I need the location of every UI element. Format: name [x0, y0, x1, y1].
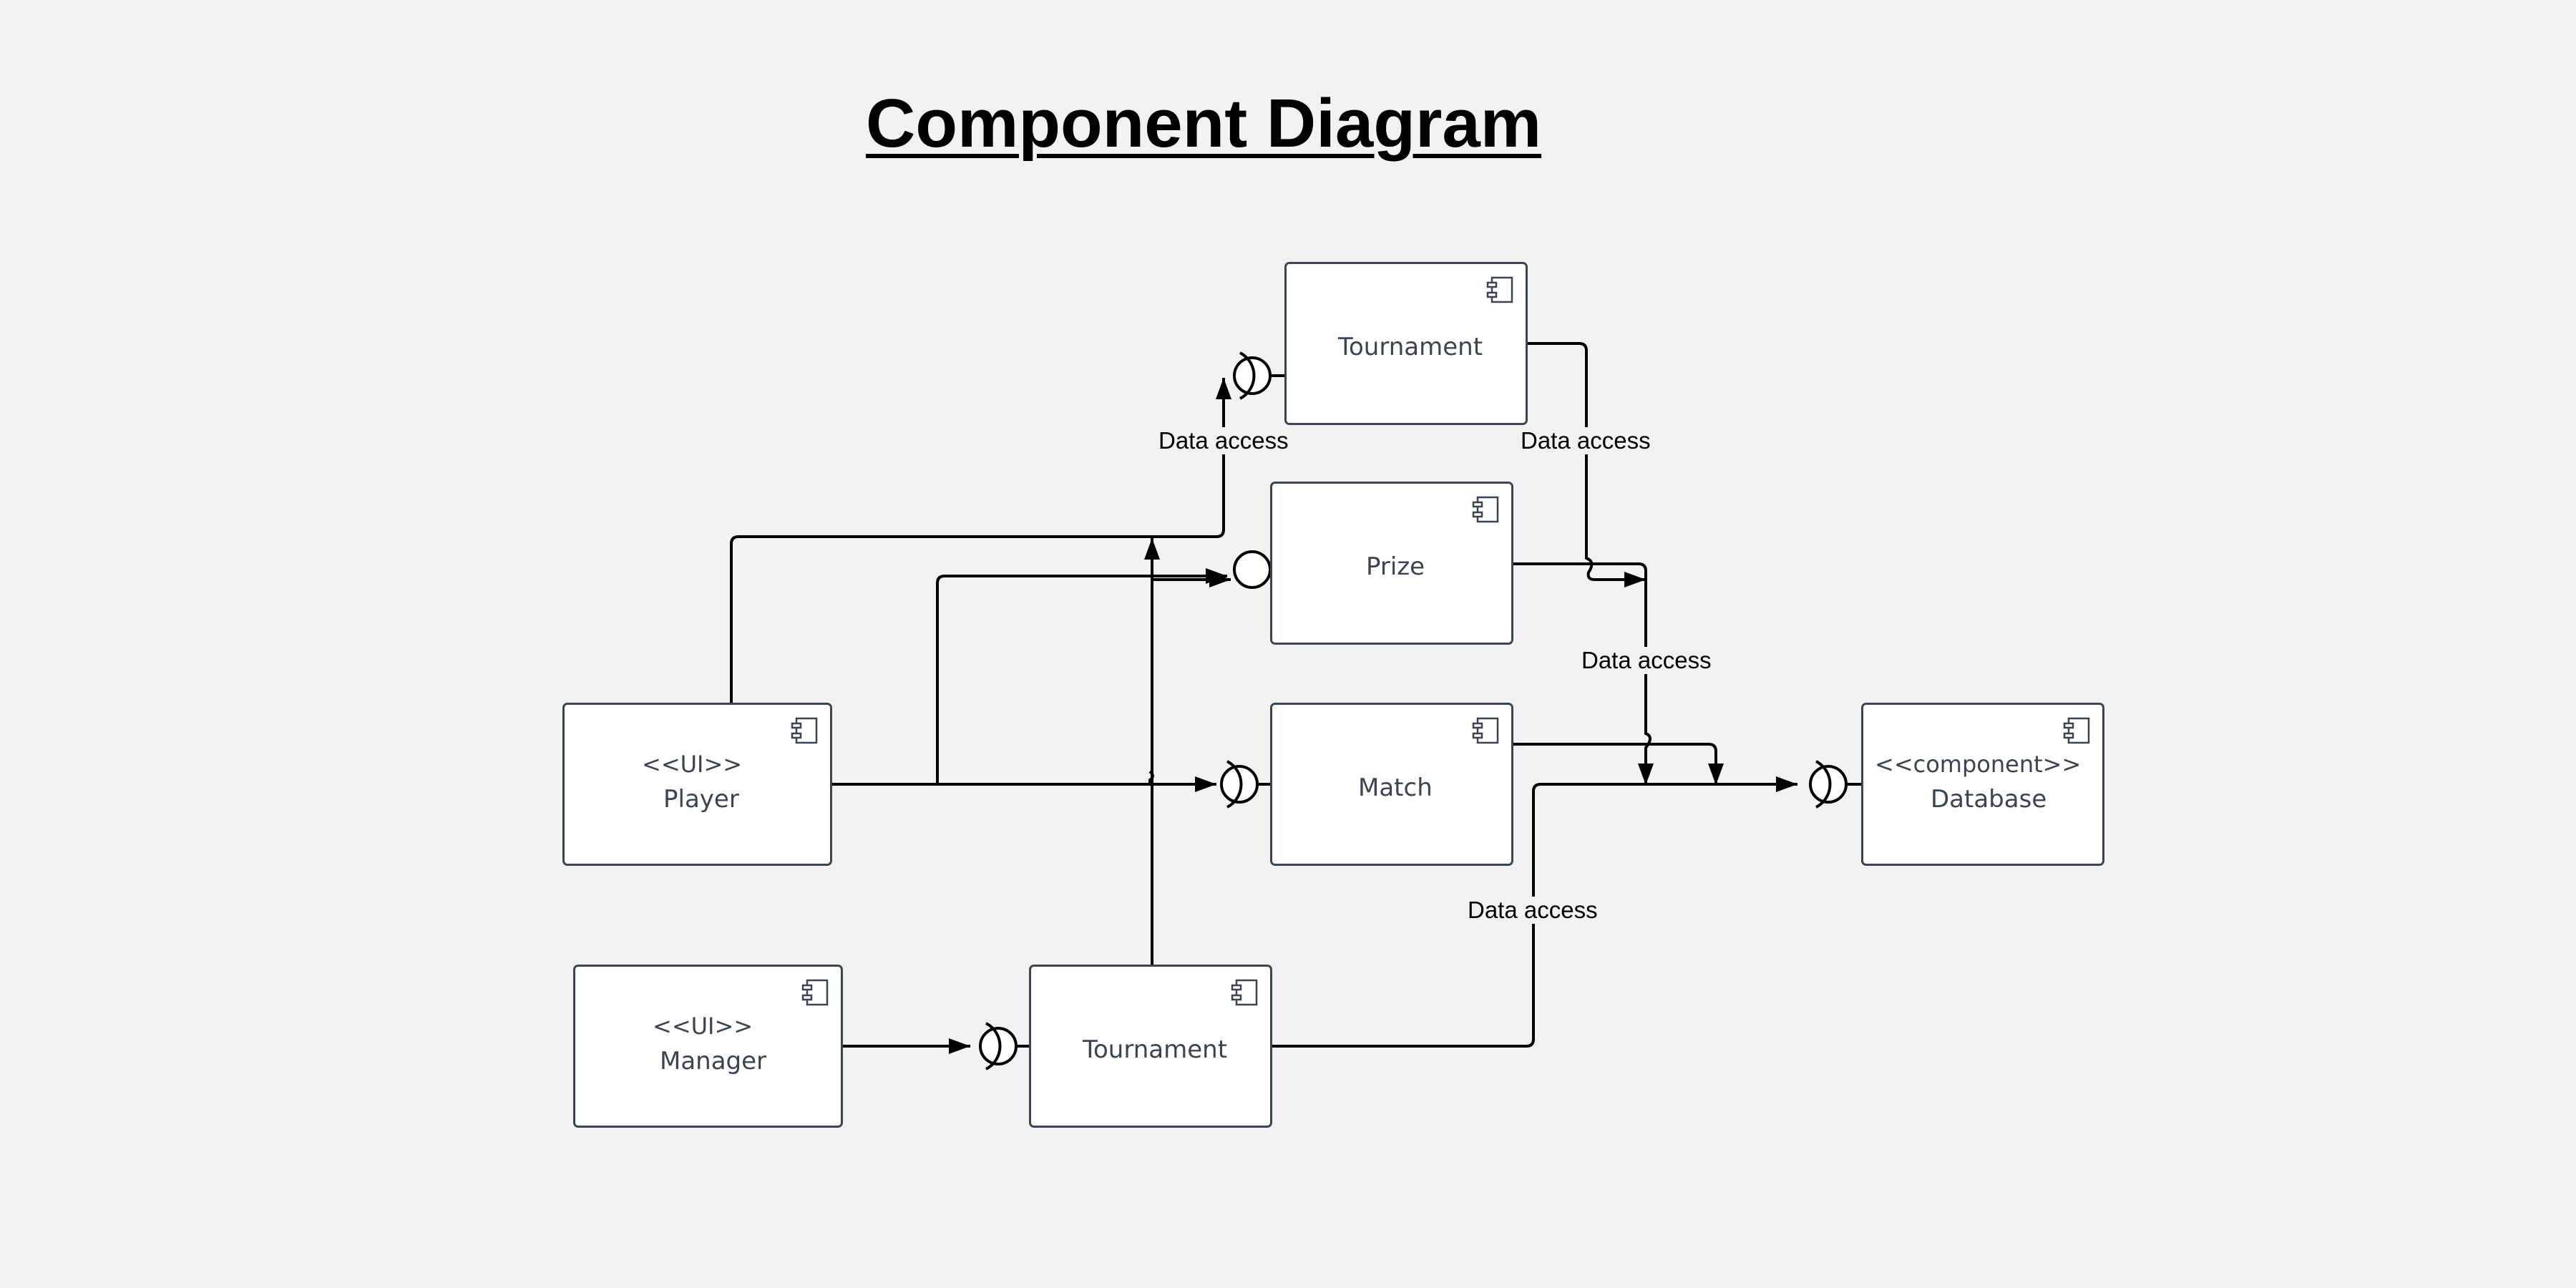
interface-database [1809, 760, 1863, 809]
connector-label: Data access [1519, 427, 1652, 454]
component-stereotype: <<component>> [1875, 751, 2082, 778]
connector-player-prize[interactable] [936, 568, 1227, 784]
uml-component-icon [1472, 496, 1499, 523]
component-tournament-bottom[interactable]: Tournament [1029, 965, 1272, 1128]
interface-match [1220, 760, 1273, 809]
component-prize[interactable]: Prize [1270, 482, 1513, 645]
component-name: Tournament [1338, 333, 1483, 361]
interface-tournament-bottom [979, 1022, 1032, 1070]
connector-match-database[interactable] [1513, 743, 1724, 785]
component-manager[interactable]: <<UI>> Manager [573, 965, 843, 1128]
connector-player-tournament[interactable] [730, 378, 1231, 703]
component-name: Database [1931, 785, 2047, 814]
component-match[interactable]: Match [1270, 703, 1513, 866]
uml-component-icon [1486, 276, 1513, 303]
uml-component-icon [1472, 717, 1499, 744]
uml-component-icon [2063, 717, 2090, 744]
uml-component-icon [791, 717, 818, 744]
interface-tournament-top [1233, 351, 1286, 400]
connector-tournament-database[interactable] [1528, 342, 1646, 587]
component-name: Player [663, 785, 739, 814]
component-tournament-top[interactable]: Tournament [1284, 262, 1528, 425]
component-name: Manager [660, 1047, 767, 1075]
uml-component-icon [1231, 979, 1258, 1006]
component-player[interactable]: <<UI>> Player [562, 703, 832, 866]
page-title: Component Diagram [866, 85, 1542, 162]
component-stereotype: <<UI>> [653, 1013, 753, 1040]
component-database[interactable]: <<component>> Database [1861, 703, 2104, 866]
connector-label: Data access [1466, 897, 1599, 924]
connector-prize-database[interactable] [1513, 562, 1654, 785]
component-name: Prize [1366, 552, 1425, 581]
connector-label: Data access [1157, 427, 1290, 454]
uml-component-icon [801, 979, 829, 1006]
component-name: Match [1358, 774, 1433, 802]
connector-label: Data access [1580, 647, 1713, 674]
component-name: Tournament [1083, 1035, 1228, 1064]
component-stereotype: <<UI>> [642, 751, 743, 778]
